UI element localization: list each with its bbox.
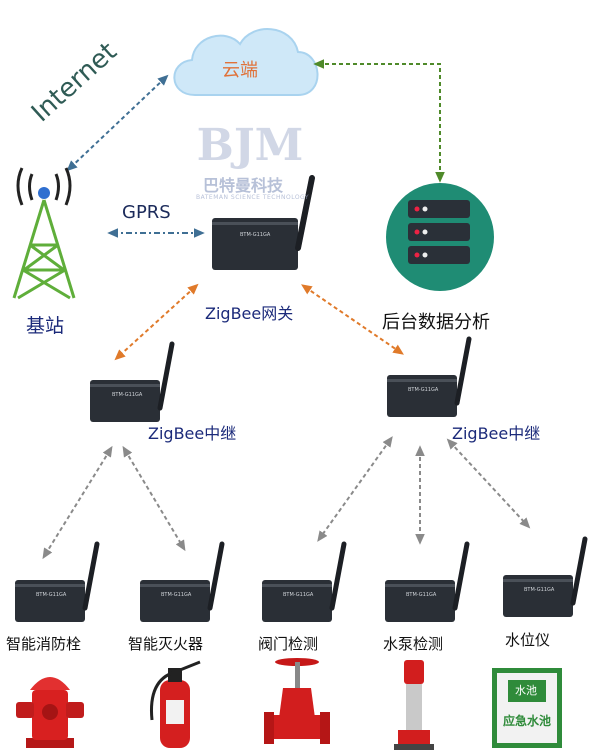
svg-text:BJM: BJM xyxy=(197,120,304,171)
endpoint-label-3: 阀门检测 xyxy=(258,635,319,653)
tower-icon xyxy=(12,167,76,300)
internet-link xyxy=(66,74,169,172)
endpoint-device-icon-3 xyxy=(262,541,347,622)
gateway-device-icon xyxy=(212,175,315,270)
gprs-label: GPRS xyxy=(122,202,171,223)
endpoint-model-4: BTM-G11GA xyxy=(406,592,437,598)
gate-valve-icon xyxy=(264,658,330,744)
relay-device-icon-2 xyxy=(387,336,472,417)
gateway-label: ZigBee网关 xyxy=(205,304,294,323)
relay-model-1: BTM-G11GA xyxy=(112,392,143,398)
relay-model-2: BTM-G11GA xyxy=(408,387,439,393)
endpoint-model-3: BTM-G11GA xyxy=(283,592,314,598)
relay-link-5 xyxy=(446,438,531,529)
endpoint-model-2: BTM-G11GA xyxy=(161,592,192,598)
endpoint-model-5: BTM-G11GA xyxy=(524,587,555,593)
endpoint-device-icon-5 xyxy=(503,536,588,617)
relay-device-icon-1 xyxy=(90,341,175,422)
backend-label: 后台数据分析 xyxy=(382,312,490,333)
water-pump-icon xyxy=(394,660,434,750)
watermark-subtext: BATEMAN SCIENCE TECHNOLOGY xyxy=(196,194,310,201)
relay-label-2: ZigBee中继 xyxy=(452,424,541,443)
endpoint-label-2: 智能灭火器 xyxy=(128,635,204,653)
tank-sign-top: 水池 xyxy=(515,684,537,697)
zigbee-link-left xyxy=(114,283,199,361)
relay-link-3 xyxy=(317,436,393,542)
fire-extinguisher-icon xyxy=(149,660,201,748)
cloud-label: 云端 xyxy=(222,60,258,81)
base-station-label: 基站 xyxy=(26,315,65,337)
gateway-model: BTM-G11GA xyxy=(240,232,271,238)
endpoint-device-icon-1 xyxy=(15,541,100,622)
water-tank-sign-icon xyxy=(492,668,562,748)
relay-link-2 xyxy=(122,445,186,552)
watermark-text: 巴特曼科技 xyxy=(203,176,284,195)
server-icon xyxy=(386,183,494,291)
watermark-logo: BJM xyxy=(197,120,304,171)
tank-sign-bottom: 应急水池 xyxy=(503,714,552,728)
endpoint-label-5: 水位仪 xyxy=(505,631,551,649)
fire-hydrant-icon xyxy=(16,677,84,748)
relay-label-1: ZigBee中继 xyxy=(148,424,237,443)
zigbee-link-right xyxy=(301,284,404,355)
endpoint-device-icon-4 xyxy=(385,541,470,622)
endpoint-label-1: 智能消防栓 xyxy=(6,635,82,653)
backend-link xyxy=(313,59,445,183)
relay-link-1 xyxy=(42,445,113,560)
endpoint-label-4: 水泵检测 xyxy=(383,635,444,653)
endpoint-device-icon-2 xyxy=(140,541,225,622)
endpoint-model-1: BTM-G11GA xyxy=(36,592,67,598)
